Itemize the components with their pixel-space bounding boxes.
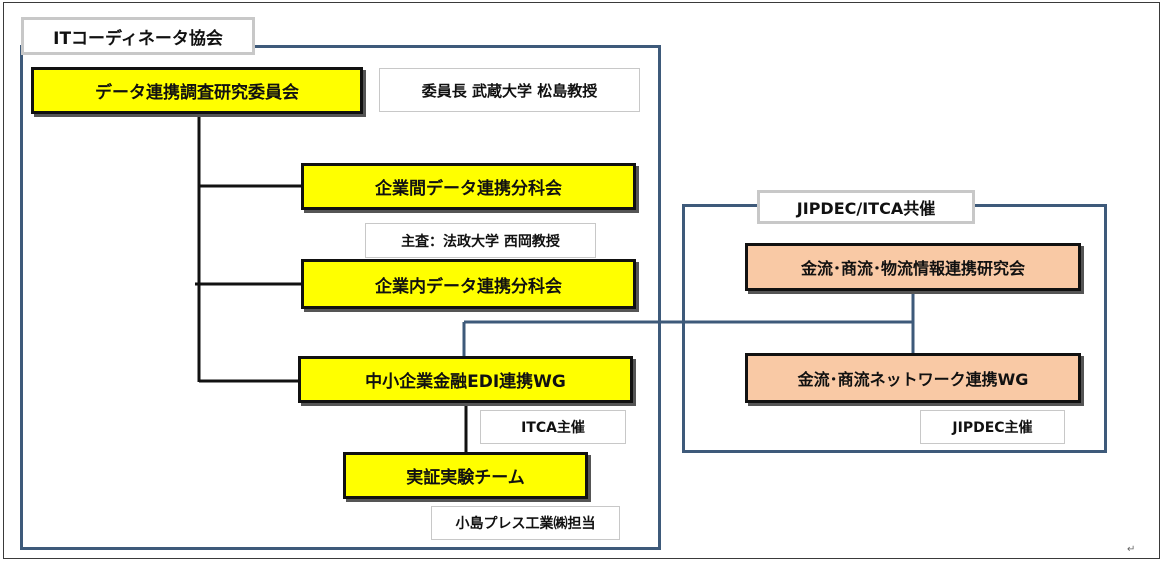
network-wg-box: 金流･商流ネットワーク連携WG <box>745 353 1081 403</box>
itca-group <box>20 45 661 550</box>
chair-note: 委員長 武蔵大学 松島教授 <box>379 68 640 112</box>
itca-host-note: ITCA主催 <box>480 410 626 444</box>
pilot-team-box: 実証実験チーム <box>343 452 588 499</box>
sme-edi-wg-box: 中小企業金融EDI連携WG <box>298 356 633 403</box>
joint-group-label: JIPDEC/ITCA共催 <box>757 190 975 224</box>
paragraph-return-icon: ↵ <box>1127 544 1136 555</box>
jipdec-host-note: JIPDEC主催 <box>920 410 1065 444</box>
diagram-frame <box>3 2 1160 559</box>
lead-note: 主査：法政大学 西岡教授 <box>365 223 596 258</box>
inter-company-box: 企業間データ連携分科会 <box>301 163 636 210</box>
committee-box: データ連携調査研究委員会 <box>31 67 363 114</box>
kojima-note: 小島プレス工業㈱担当 <box>431 506 620 540</box>
itca-group-label: ITコーディネータ協会 <box>21 17 255 55</box>
finance-logistics-research-box: 金流･商流･物流情報連携研究会 <box>745 243 1081 291</box>
intra-company-box: 企業内データ連携分科会 <box>301 259 636 309</box>
